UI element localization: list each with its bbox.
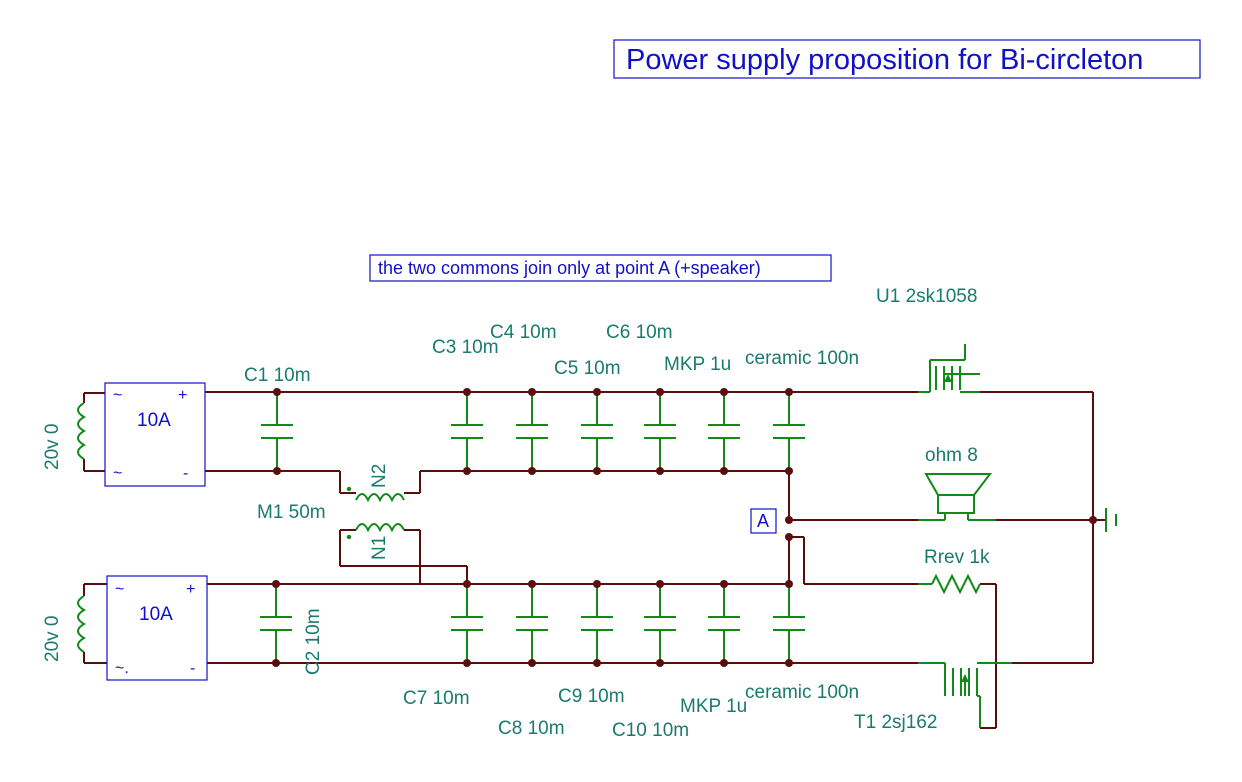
label-c6: C6 10m bbox=[606, 322, 673, 343]
note-box bbox=[369, 254, 832, 282]
capacitor-c6 bbox=[644, 392, 676, 471]
capacitor-c10 bbox=[644, 584, 676, 663]
capacitor-mkp-top bbox=[708, 392, 740, 471]
capacitor-c7 bbox=[451, 584, 483, 663]
capacitor-ceramic-bottom bbox=[773, 584, 805, 663]
capacitor-ceramic-top bbox=[773, 392, 805, 471]
bridge-bottom-ac1: ~ bbox=[115, 581, 124, 598]
bridge-top-minus: - bbox=[183, 465, 188, 482]
bridge-top-plus: + bbox=[178, 387, 187, 404]
diagram-title: Power supply proposition for Bi-circleto… bbox=[626, 44, 1143, 76]
transformer-top bbox=[77, 392, 105, 472]
note-text: the two commons join only at point A (+s… bbox=[378, 258, 761, 278]
bridge-rectifier-top: ~ ~ + - 10A bbox=[104, 382, 206, 487]
capacitor-mkp-bottom bbox=[708, 584, 740, 663]
transformer-bottom bbox=[77, 583, 107, 664]
bridge-bottom-rating: 10A bbox=[139, 604, 173, 625]
label-ceramic-bottom: ceramic 100n bbox=[745, 682, 859, 703]
capacitor-c5 bbox=[581, 392, 613, 471]
label-mkp-bottom: MKP 1u bbox=[680, 696, 747, 717]
mosfet-u1 bbox=[918, 344, 980, 393]
transformer-top-label: 20v 0 bbox=[42, 424, 63, 470]
label-n2: N2 bbox=[369, 464, 390, 488]
bridge-rectifier-bottom: ~ ~. + - 10A bbox=[106, 575, 208, 681]
label-u1: U1 2sk1058 bbox=[876, 286, 977, 307]
label-m1: M1 50m bbox=[257, 502, 326, 523]
bridge-bottom-ac2: ~. bbox=[115, 660, 129, 677]
resistor-rrev bbox=[918, 573, 981, 595]
label-ceramic-top: ceramic 100n bbox=[745, 348, 859, 369]
choke-winding-n2 bbox=[340, 486, 420, 503]
capacitor-c2 bbox=[260, 584, 292, 663]
junction-dots bbox=[272, 388, 1097, 667]
capacitor-c9 bbox=[581, 584, 613, 663]
label-n1: N1 bbox=[369, 536, 390, 560]
mosfet-t1 bbox=[918, 662, 1012, 728]
label-c5: C5 10m bbox=[554, 358, 621, 379]
capacitor-c3 bbox=[451, 392, 483, 471]
label-c2: C2 10m bbox=[303, 608, 324, 675]
speaker-symbol bbox=[918, 473, 996, 521]
label-mkp-top: MKP 1u bbox=[664, 354, 731, 375]
label-c1: C1 10m bbox=[244, 365, 311, 386]
label-rrev: Rrev 1k bbox=[924, 547, 990, 568]
capacitor-c1 bbox=[261, 392, 293, 471]
choke-winding-n1 bbox=[340, 523, 420, 540]
bridge-bottom-plus: + bbox=[186, 581, 195, 598]
point-a-label: A bbox=[757, 511, 769, 531]
point-a-box bbox=[750, 508, 777, 534]
label-c4: C4 10m bbox=[490, 322, 557, 343]
label-c10: C10 10m bbox=[612, 720, 689, 741]
title-box bbox=[613, 39, 1201, 79]
label-speaker: ohm 8 bbox=[925, 445, 978, 466]
label-c9: C9 10m bbox=[558, 686, 625, 707]
label-t1: T1 2sj162 bbox=[854, 712, 937, 733]
capacitor-c8 bbox=[516, 584, 548, 663]
ground-symbol bbox=[1105, 508, 1117, 532]
bridge-top-ac2: ~ bbox=[113, 465, 122, 482]
label-c3: C3 10m bbox=[432, 337, 499, 358]
transformer-bottom-label: 20v 0 bbox=[42, 616, 63, 662]
capacitor-c4 bbox=[516, 392, 548, 471]
label-c8: C8 10m bbox=[498, 718, 565, 739]
bridge-top-rating: 10A bbox=[137, 410, 171, 431]
bridge-top-ac1: ~ bbox=[113, 387, 122, 404]
label-c7: C7 10m bbox=[403, 688, 470, 709]
bridge-bottom-minus: - bbox=[190, 660, 195, 677]
